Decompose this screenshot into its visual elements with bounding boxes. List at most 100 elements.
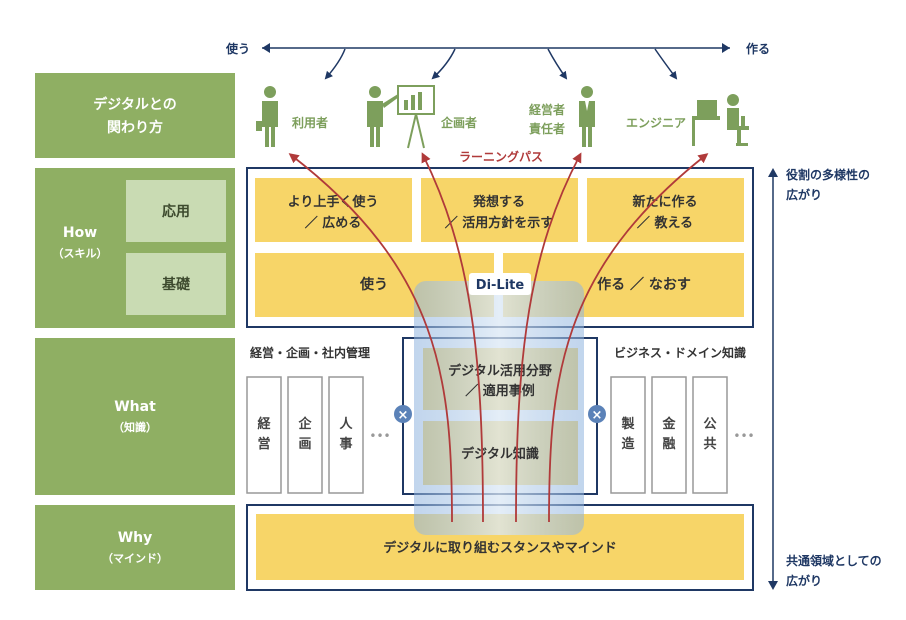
right-axis-top-arrowhead — [768, 168, 778, 177]
learning-path-to-planner — [421, 152, 484, 523]
knowledge-field-line2: ／ 適用事例 — [465, 383, 535, 399]
row-how-label: How （スキル） 応用 基礎 — [35, 168, 235, 328]
mgmt-card-2-c2: 画 — [298, 437, 311, 452]
learning-path-to-user — [288, 153, 453, 523]
row-digital-line1: デジタルとの — [93, 96, 177, 113]
mgmt-card-3 — [328, 376, 364, 494]
skill-advanced-box — [126, 180, 226, 242]
axis-branch-user — [324, 48, 346, 80]
role-planner: 企画者 — [367, 85, 477, 149]
mgmt-card-2-c1: 企 — [297, 416, 312, 432]
axis-left-label: 使う — [225, 41, 250, 56]
axis-branch-engineer — [654, 48, 678, 80]
biz-card-1-c1: 製 — [620, 416, 634, 432]
how-box-use-better — [255, 178, 412, 242]
cross-right-icon — [588, 405, 606, 423]
biz-card-1-c2: 造 — [621, 436, 635, 452]
how-box-use-label: 使う — [359, 276, 388, 293]
role-user: 利用者 — [256, 86, 328, 147]
biz-card-2 — [651, 376, 687, 494]
cross-right-glyph: × — [592, 408, 603, 423]
cross-right: × — [588, 405, 606, 423]
axis-branch-planner — [431, 48, 456, 80]
right-axis: 役割の多様性の 広がり 共通領域としての 広がり — [768, 167, 882, 590]
learning-path-label: ラーニングパス — [459, 149, 543, 164]
why-panel — [246, 504, 754, 591]
biz-domain-label: ビジネス・ドメイン知識 — [614, 345, 746, 360]
mgmt-card-1 — [246, 376, 282, 494]
role-user-label: 利用者 — [292, 115, 328, 130]
right-axis-bottom-arrowhead — [768, 581, 778, 590]
row-how-sub: （スキル） — [53, 247, 108, 260]
role-planner-label: 企画者 — [440, 115, 477, 130]
row-digital-bg — [35, 73, 235, 158]
knowledge-field-line1: デジタル活用分野 — [448, 363, 552, 379]
biz-card-2-c1: 金 — [661, 416, 676, 432]
right-axis-top-line2: 広がり — [786, 187, 822, 202]
how-box-make-label: 作る ／ なおす — [597, 276, 691, 293]
top-axis: 使う 作る — [225, 41, 770, 80]
user-figure-icon — [256, 86, 278, 147]
how-box-ideate-line2: ／ 活用方針を示す — [445, 215, 554, 231]
row-digital-line2: 関わり方 — [107, 119, 163, 136]
role-manager-line2: 責任者 — [529, 121, 565, 136]
row-why-sub: （マインド） — [102, 552, 168, 565]
axis-right-arrowhead — [722, 43, 730, 53]
mgmt-card-2 — [287, 376, 323, 494]
dilite-band — [414, 281, 584, 535]
cross-left-icon — [394, 405, 412, 423]
row-what-label: What （知識） — [35, 338, 235, 495]
biz-card-1 — [610, 376, 646, 494]
role-manager-line1: 経営者 — [529, 102, 565, 117]
learning-path-to-manager — [515, 152, 582, 523]
axis-left-arrowhead — [262, 43, 270, 53]
role-manager: 経営者 責任者 — [529, 86, 595, 147]
mgmt-card-1-c1: 経 — [257, 416, 271, 432]
manager-figure-icon — [579, 86, 595, 147]
how-box-use-better-line1: より上手く使う — [288, 194, 379, 210]
cross-left-glyph: × — [398, 408, 409, 423]
learning-path-arrows — [288, 152, 709, 523]
mgmt-card-1-c2: 営 — [257, 436, 270, 452]
biz-card-3-c2: 共 — [703, 436, 716, 452]
role-engineer: エンジニア — [626, 94, 749, 146]
how-box-use-better-line2: ／ 広める — [305, 215, 362, 231]
mgmt-ellipsis: ••• — [369, 429, 390, 443]
knowledge-digital-label: デジタル知識 — [461, 446, 539, 462]
skill-advanced-label: 応用 — [162, 203, 190, 220]
why-box-label: デジタルに取り組むスタンスやマインド — [383, 540, 616, 556]
row-how-title: How — [63, 225, 97, 241]
axis-branch-manager — [547, 48, 568, 80]
row-what-sub: （知識） — [113, 420, 157, 434]
right-axis-bottom-line1: 共通領域としての — [786, 553, 882, 568]
planner-figure-icon — [367, 85, 435, 149]
biz-card-3-c1: 公 — [703, 417, 716, 432]
row-digital-label: デジタルとの 関わり方 — [35, 73, 235, 158]
how-box-create-new-line2: ／ 教える — [637, 215, 693, 231]
mgmt-card-3-c1: 人 — [339, 416, 353, 432]
dilite-label: Di-Lite — [476, 278, 525, 293]
row-why-label: Why （マインド） — [35, 505, 235, 590]
mgmt-domain-label: 経営・企画・社内管理 — [250, 345, 370, 360]
how-box-ideate-line1: 発想する — [472, 194, 525, 210]
how-box-create-new-line1: 新たに作る — [632, 194, 697, 210]
axis-right-label: 作る — [746, 41, 770, 56]
biz-card-2-c2: 融 — [662, 436, 675, 452]
row-why-title: Why — [118, 530, 153, 546]
role-engineer-label: エンジニア — [626, 116, 686, 130]
dilite-tag — [469, 273, 531, 295]
engineer-figure-icon — [692, 94, 749, 146]
biz-ellipsis: ••• — [733, 429, 754, 443]
skill-basic-label: 基礎 — [162, 276, 191, 293]
how-box-ideate — [421, 178, 578, 242]
right-axis-bottom-line2: 広がり — [786, 573, 822, 588]
row-why-bg — [35, 505, 235, 590]
row-what-title: What — [114, 399, 156, 415]
skill-basic-box — [126, 253, 226, 315]
right-axis-top-line1: 役割の多様性の — [786, 167, 870, 182]
row-what-bg — [35, 338, 235, 495]
how-box-create-new — [587, 178, 744, 242]
learning-path-to-engineer — [548, 153, 709, 523]
mgmt-card-3-c2: 事 — [339, 436, 352, 452]
